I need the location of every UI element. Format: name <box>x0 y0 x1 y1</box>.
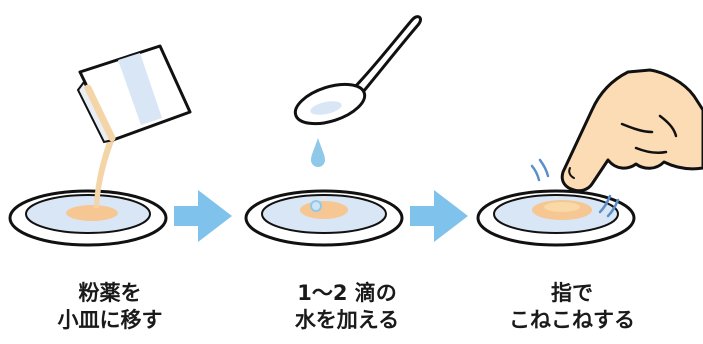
hand-finger <box>560 68 703 193</box>
pour-stream <box>94 128 118 208</box>
water-spot <box>310 200 322 212</box>
step3-caption-line1: 指で <box>551 281 593 305</box>
step3-illustration <box>476 68 703 247</box>
powder-pile-2 <box>300 201 348 219</box>
arrow-right-1 <box>174 190 232 242</box>
water-drop <box>311 138 325 167</box>
step2-caption-line2: 水を加える <box>294 308 400 332</box>
step1-caption-line1: 粉薬を <box>78 281 142 305</box>
step3-caption: 指で こねこねする <box>472 280 672 334</box>
spoon <box>293 15 422 126</box>
step2-caption-line1: 1～2 滴の <box>297 281 397 305</box>
step1-illustration <box>8 44 192 247</box>
motion-lines <box>530 158 620 218</box>
medicine-packet <box>76 44 192 144</box>
step2-illustration <box>244 15 422 247</box>
step2-caption: 1～2 滴の 水を加える <box>252 280 442 334</box>
step3-caption-line2: こねこねする <box>509 308 635 332</box>
step1-caption: 粉薬を 小皿に移す <box>20 280 200 334</box>
arrow-right-2 <box>410 190 468 242</box>
powder-pile-1 <box>66 205 118 221</box>
step1-caption-line2: 小皿に移す <box>57 308 163 332</box>
